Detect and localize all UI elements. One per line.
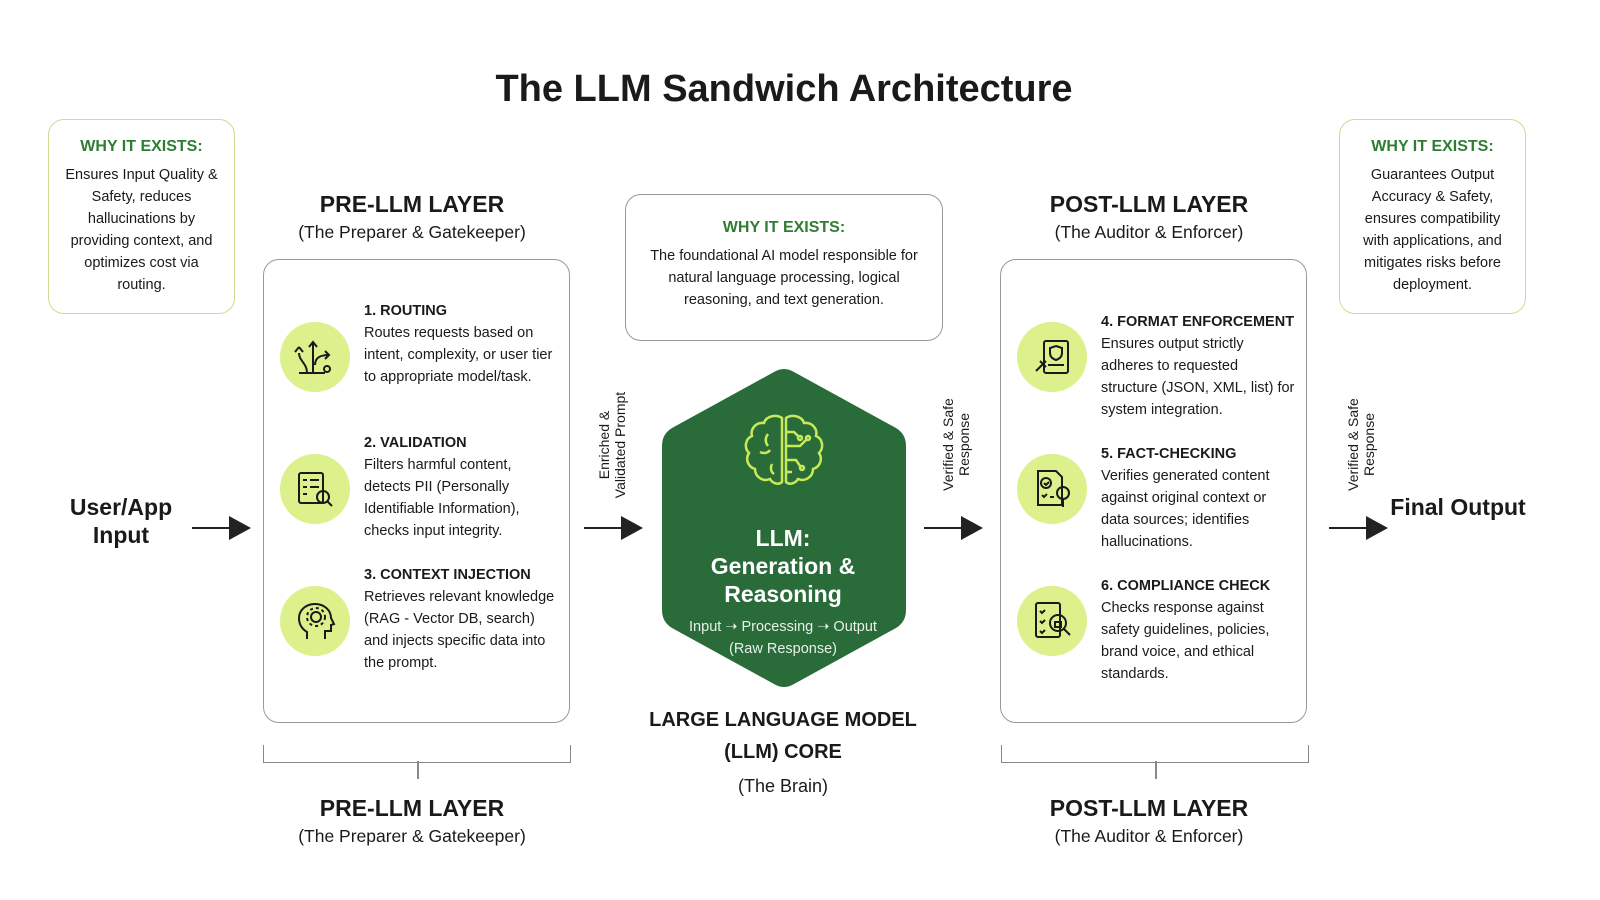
llm-core-text: LLM: Generation & Reasoning Input ➝ Proc… [613, 524, 953, 660]
core-label-line1: LARGE LANGUAGE MODEL [649, 709, 917, 731]
arrow-label-text: Verified & Safe Response [940, 398, 972, 491]
why-text: Ensures Input Quality & Safety, reduces … [65, 167, 218, 293]
item-heading: 4. FORMAT ENFORCEMENT [1101, 314, 1295, 330]
document-check-icon [1017, 454, 1087, 524]
checklist-lock-icon [1017, 586, 1087, 656]
post-footer-subtitle: (The Auditor & Enforcer) [1054, 826, 1244, 846]
core-label-line2: (LLM) CORE [724, 741, 842, 763]
post-layer-footer: POST-LLM LAYER (The Auditor & Enforcer) [949, 793, 1349, 849]
item-heading: 2. VALIDATION [364, 435, 467, 451]
why-heading: WHY IT EXISTS: [80, 138, 203, 155]
center-why-box: WHY IT EXISTS: The foundational AI model… [625, 194, 943, 341]
routing-arrows-icon [280, 322, 350, 392]
arrow-input-to-pre [192, 516, 252, 540]
why-heading: WHY IT EXISTS: [1371, 138, 1494, 155]
why-heading: WHY IT EXISTS: [722, 219, 846, 236]
item-text: Ensures output strictly adheres to reque… [1101, 336, 1295, 418]
arrow-pre-to-core [584, 516, 644, 540]
pre-layer-title: PRE-LLM LAYER [319, 191, 505, 217]
arrow-label-text: Verified & Safe Response [1345, 398, 1377, 491]
item-heading: 6. COMPLIANCE CHECK [1101, 578, 1271, 594]
pre-layer-footer: PRE-LLM LAYER (The Preparer & Gatekeeper… [212, 793, 612, 849]
post-layer-title: POST-LLM LAYER [1049, 191, 1249, 217]
diagram-title: The LLM Sandwich Architecture [495, 68, 1073, 110]
item-text: Filters harmful content, detects PII (Pe… [364, 457, 520, 539]
brain-circuit-icon [744, 414, 824, 485]
pre-layer-panel: 1. ROUTING Routes requests based on inte… [263, 259, 570, 723]
post-layer-header: POST-LLM LAYER (The Auditor & Enforcer) [949, 189, 1349, 245]
item-text: Verifies generated content against origi… [1101, 468, 1270, 550]
pre-layer-header: PRE-LLM LAYER (The Preparer & Gatekeeper… [212, 189, 612, 245]
post-layer-panel: 4. FORMAT ENFORCEMENT Ensures output str… [1000, 259, 1307, 723]
item-text: Checks response against safety guideline… [1101, 600, 1270, 682]
pre-layer-bracket [263, 745, 571, 779]
pre-footer-subtitle: (The Preparer & Gatekeeper) [298, 826, 526, 846]
document-shield-icon [1017, 322, 1087, 392]
core-flow: Input ➝ Processing ➝ Output [689, 619, 877, 635]
why-text: Guarantees Output Accuracy & Safety, ens… [1363, 167, 1502, 293]
pre-footer-title: PRE-LLM LAYER [319, 795, 505, 821]
post-layer-bracket [1001, 745, 1309, 779]
llm-core-hexagon [662, 369, 906, 687]
final-output: Final Output [1390, 494, 1526, 520]
right-why-box: WHY IT EXISTS: Guarantees Output Accurac… [1339, 119, 1526, 314]
arrow-label-verified-response-final: Verified & Safe Response [1345, 377, 1377, 497]
arrow-post-to-output [1329, 516, 1389, 540]
why-text: The foundational AI model responsible fo… [650, 248, 918, 308]
arrow-core-to-post [924, 516, 984, 540]
left-why-box: WHY IT EXISTS: Ensures Input Quality & S… [48, 119, 235, 314]
post-layer-subtitle: (The Auditor & Enforcer) [1054, 222, 1244, 242]
arrow-label-enriched-prompt: Enriched & Validated Prompt [596, 375, 628, 505]
head-gear-icon [280, 586, 350, 656]
document-search-icon [280, 454, 350, 524]
user-app-input: User/App Input [69, 494, 173, 548]
arrow-label-text: Enriched & Validated Prompt [596, 391, 628, 499]
pre-layer-subtitle: (The Preparer & Gatekeeper) [298, 222, 526, 242]
core-raw-response: (Raw Response) [729, 641, 837, 657]
post-footer-title: POST-LLM LAYER [1049, 795, 1249, 821]
llm-core-label: LARGE LANGUAGE MODEL (LLM) CORE (The Bra… [613, 704, 953, 804]
core-title: LLM: Generation & Reasoning [710, 525, 856, 607]
arrow-label-verified-response: Verified & Safe Response [940, 377, 972, 497]
core-label-line3: (The Brain) [737, 776, 829, 796]
item-heading: 3. CONTEXT INJECTION [364, 567, 531, 583]
item-heading: 5. FACT-CHECKING [1101, 446, 1237, 462]
item-heading: 1. ROUTING [364, 303, 447, 319]
item-text: Retrieves relevant knowledge (RAG - Vect… [364, 589, 555, 671]
item-text: Routes requests based on intent, complex… [364, 325, 553, 385]
